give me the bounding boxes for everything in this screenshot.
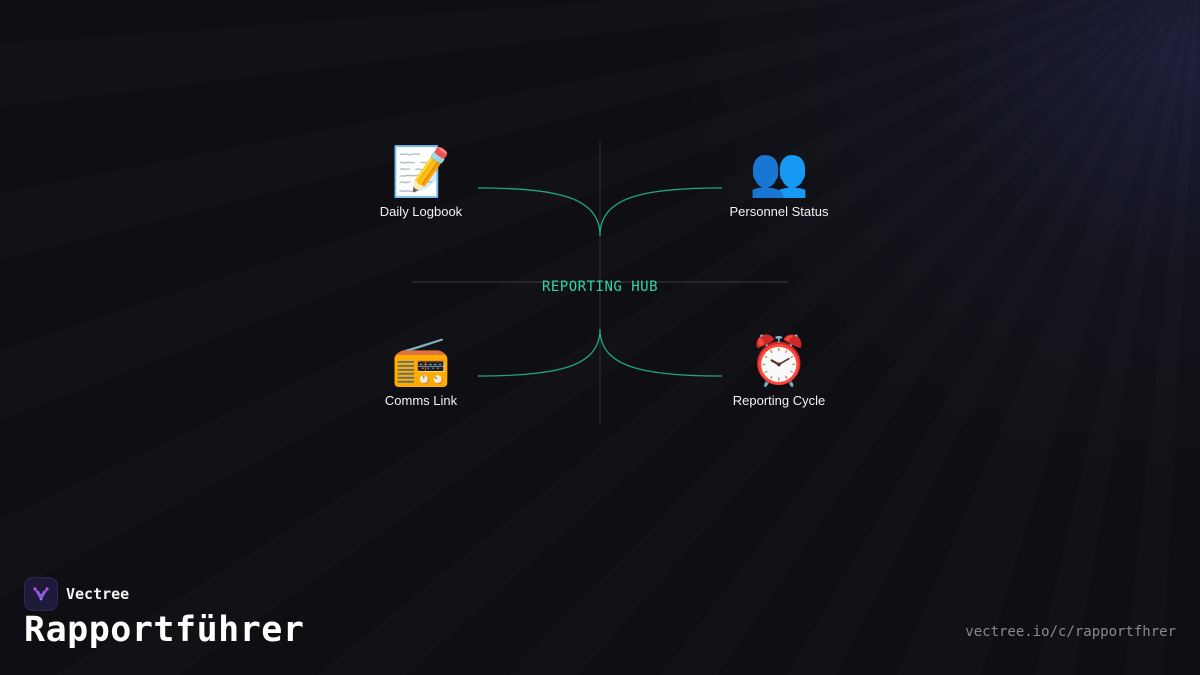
connector-reporting-cycle: [599, 328, 723, 377]
alarm-clock-icon: ⏰: [749, 333, 809, 389]
vectree-logo-icon: [24, 577, 58, 611]
people-icon: 👥: [749, 144, 809, 200]
node-label: Daily Logbook: [379, 204, 463, 219]
node-label: Comms Link: [384, 393, 458, 408]
node-reporting-cycle[interactable]: ⏰ Reporting Cycle: [709, 333, 849, 408]
node-label: Reporting Cycle: [732, 393, 826, 408]
node-daily-logbook[interactable]: 📝 Daily Logbook: [351, 144, 491, 219]
node-personnel-status[interactable]: 👥 Personnel Status: [709, 144, 849, 219]
memo-icon: 📝: [391, 144, 451, 200]
connector-daily-logbook: [477, 187, 601, 237]
page-title: Rapportführer: [24, 610, 305, 650]
brand-name: Vectree: [66, 585, 130, 603]
node-label: Personnel Status: [729, 204, 829, 219]
hub-label: REPORTING HUB: [541, 279, 659, 295]
page-url[interactable]: vectree.io/c/rapportfhrer: [965, 624, 1176, 640]
node-comms-link[interactable]: 📻 Comms Link: [351, 333, 491, 408]
connector-personnel-status: [599, 187, 723, 237]
brand[interactable]: Vectree: [24, 577, 129, 611]
connector-comms-link: [477, 328, 601, 377]
radio-icon: 📻: [391, 333, 451, 389]
